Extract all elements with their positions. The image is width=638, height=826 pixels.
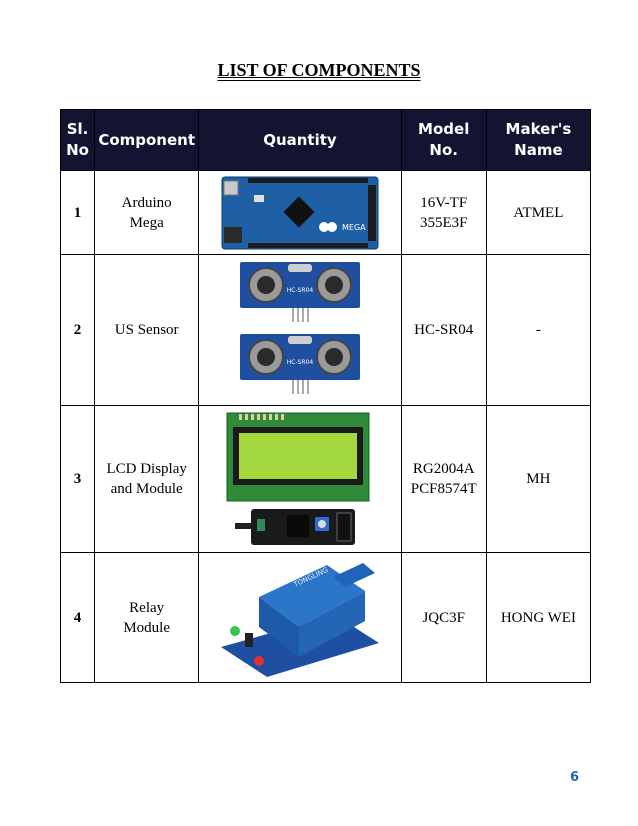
row-model-no: HC-SR04 bbox=[400, 254, 487, 406]
row-sl-no: 2 bbox=[59, 254, 96, 406]
row-model-no: RG2004A PCF8574T bbox=[400, 405, 487, 553]
header-quantity-label: Quantity bbox=[263, 130, 337, 149]
table-row: 3 LCD Display and Module bbox=[59, 405, 592, 553]
us-sensor-image: HC-SR04 HC-SR04 bbox=[239, 262, 360, 394]
arduino-mega-label: MEGA bbox=[342, 223, 366, 232]
header-sl-no: Sl. No bbox=[59, 109, 96, 171]
header-quantity: Quantity bbox=[198, 109, 402, 171]
header-model-no: Model No. bbox=[400, 109, 487, 171]
page-number: 6 bbox=[569, 770, 579, 785]
row-quantity-image: MEGA bbox=[198, 170, 402, 255]
row-quantity-image: HC-SR04 HC-SR04 bbox=[198, 254, 402, 406]
lcd-display-image bbox=[226, 412, 370, 545]
header-component: Component bbox=[94, 109, 200, 171]
row-component: LCD Display and Module bbox=[94, 405, 200, 553]
row-makers-name: MH bbox=[485, 405, 592, 553]
row-model-no: JQC3F bbox=[400, 552, 487, 683]
row-component: Arduino Mega bbox=[94, 170, 200, 255]
row-makers-name: ATMEL bbox=[485, 170, 592, 255]
table-row: 1 Arduino Mega MEGA 16V-TF 355E3F ATMEL bbox=[59, 170, 592, 255]
row-quantity-image bbox=[198, 405, 402, 553]
header-makers-name: Maker's Name bbox=[485, 109, 592, 171]
row-component: US Sensor bbox=[94, 254, 200, 406]
relay-module-image: TONGLING bbox=[220, 562, 379, 677]
row-component: Relay Module bbox=[94, 552, 200, 683]
us-sensor-label-2: HC-SR04 bbox=[287, 359, 314, 366]
row-model-no: 16V-TF 355E3F bbox=[400, 170, 487, 255]
row-quantity-image: TONGLING bbox=[198, 552, 402, 683]
table-header-row: Sl. No Component Quantity Model No. Make… bbox=[59, 109, 592, 171]
row-sl-no: 4 bbox=[59, 552, 96, 683]
header-model-no-label: Model No. bbox=[418, 120, 470, 159]
header-sl-no-label: Sl. No bbox=[66, 120, 89, 159]
us-sensor-label-1: HC-SR04 bbox=[287, 287, 314, 294]
row-sl-no: 3 bbox=[59, 405, 96, 553]
arduino-mega-image: MEGA bbox=[221, 176, 379, 249]
components-table: Sl. No Component Quantity Model No. Make… bbox=[59, 109, 592, 683]
row-makers-name: HONG WEI bbox=[485, 552, 592, 683]
table-row: 2 US Sensor HC-SR04 bbox=[59, 254, 592, 406]
header-component-label: Component bbox=[98, 130, 195, 149]
header-makers-name-label: Maker's Name bbox=[505, 120, 572, 159]
row-makers-name: - bbox=[485, 254, 592, 406]
page-title: LIST OF COMPONENTS bbox=[217, 60, 421, 80]
row-sl-no: 1 bbox=[59, 170, 96, 255]
table-row: 4 Relay Module TONGLING JQC3F HONG WEI bbox=[59, 552, 592, 683]
